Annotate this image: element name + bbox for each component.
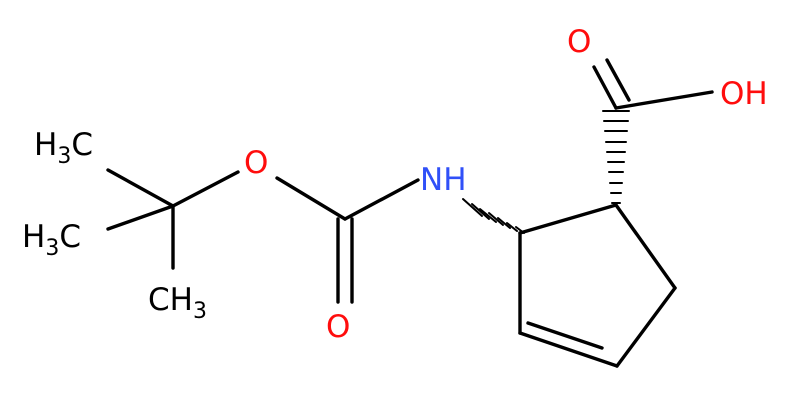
methyl-label-upper: H3C [34,127,93,169]
bond-c1-c2 [518,203,618,235]
bond-c3-c4 [615,286,677,368]
carboxylic-acid-bonds [592,58,714,110]
bond-c2-c3 [614,203,677,290]
bond-tbu-left [106,204,175,231]
hydroxyl-label: OH [720,76,768,112]
carbamate-carbonyl-oxygen-label: O [326,309,350,345]
hashed-wedge-cooh [602,110,630,204]
bond-c4-c5 [518,331,619,368]
hashed-wedge-nh [462,198,525,234]
bond-o-tbu [171,170,240,208]
bond-c-o-double-b [605,58,631,102]
cyclopentene-ring [518,203,677,368]
nh-label: NH [420,162,467,198]
bond-c-oh [614,90,714,110]
ester-oxygen-label: O [244,145,268,181]
tert-butyl-bonds [106,168,175,270]
bond-tbu-up [106,168,175,208]
bond-c-o-double-a [592,65,618,110]
carbamate-bonds [171,170,420,304]
methyl-label-lower: CH3 [148,282,207,324]
carbonyl-oxygen-label: O [567,24,591,60]
bond-c4-c5-double [526,321,604,350]
methyl-label-middle: H3C [22,219,81,261]
bond-n-c [343,178,420,221]
bond-c-o-ester [275,176,347,221]
